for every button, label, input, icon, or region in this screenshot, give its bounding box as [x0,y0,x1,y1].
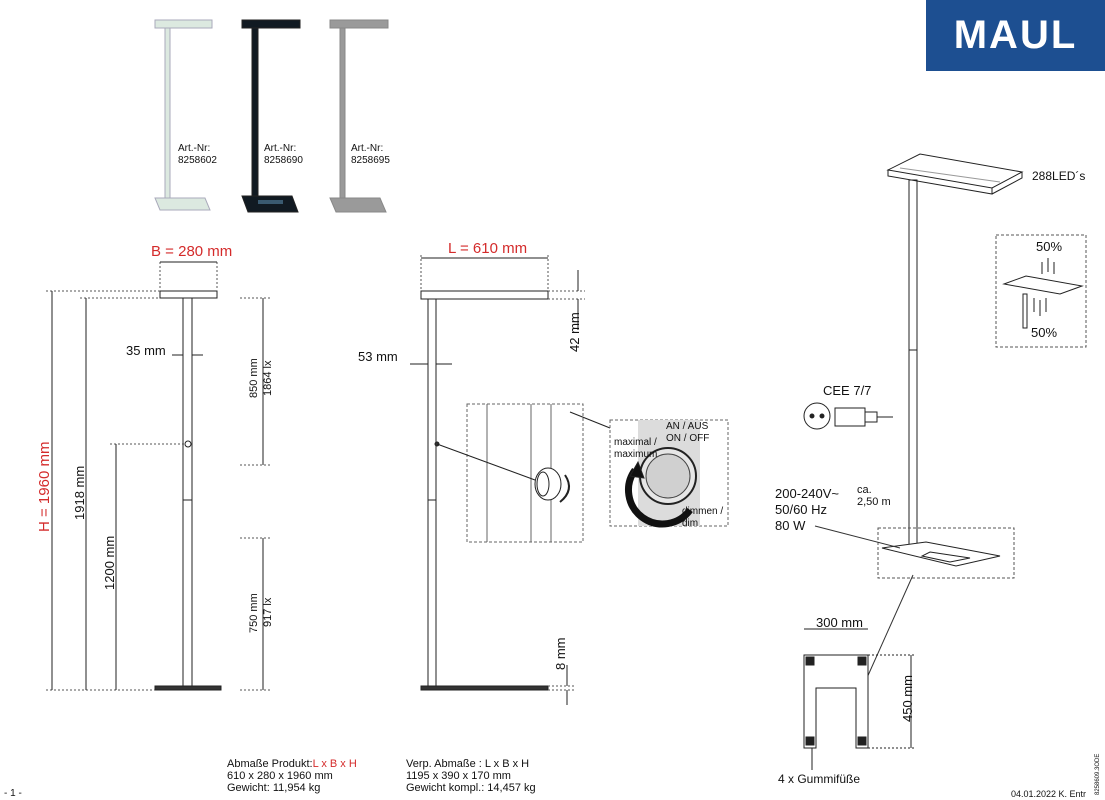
product-weight: Gewicht: 11,954 kg [227,782,321,794]
head-height: 42 mm [567,312,582,352]
side-view-lamp [420,290,549,691]
height-1200: 1200 mm [102,535,117,590]
lamp-thumb-white [154,19,213,211]
date-author: 04.01.2022 K. Entr [1011,789,1087,799]
height-1918: 1918 mm [72,465,87,520]
foot-width: 300 mm [816,615,863,630]
upper-lux: 1864 lx [262,360,274,396]
up-light-percent: 50% [1036,239,1063,254]
art-nr-label: Art.-Nr: [178,143,211,154]
upper-distance: 850 mm [248,358,260,398]
on-off-label: AN / AUS ON / OFF [666,421,710,444]
product-dims-value: 610 x 280 x 1960 mm [227,770,333,782]
product-dims-label: Abmaße Produkt: [227,758,313,770]
height-dimension: H = 1960 mm [36,441,53,532]
plug-type: CEE 7/7 [823,383,872,398]
brand-logo: MAUL [926,0,1105,71]
length-dimension: L = 610 mm [448,240,528,257]
package-weight: Gewicht kompl.: 14,457 kg [406,782,536,794]
pole-width: 35 mm [126,343,166,358]
dimmer-detail [609,419,729,528]
lower-lux: 917 lx [262,597,274,627]
base-height: 8 mm [553,637,568,671]
package-dimensions: Verp. Abmaße : L x B x H 1195 x 390 x 17… [406,758,536,794]
plug-icon [803,402,893,430]
art-nr-label: Art.-Nr: [351,143,384,154]
package-dims-label: Verp. Abmaße : L x B x H [406,758,530,770]
lamp-thumb-silver [329,19,389,213]
product-dims-formula: L x B x H [312,758,357,770]
document-code: 8258609.3ODE [1095,753,1101,795]
foot-plate [803,628,915,770]
product-label-1: Art.-Nr: 8258602 [178,143,217,167]
front-view-dimensions [46,262,270,691]
max-label: maximal / maximum [614,437,658,460]
product-label-2: Art.-Nr: 8258690 [264,143,303,167]
lamp-thumb-black [241,19,301,213]
package-dims-value: 1195 x 390 x 170 mm [406,770,511,782]
product-dimensions: Abmaße Produkt:L x B x H 610 x 280 x 196… [227,758,357,794]
light-distribution [995,234,1087,348]
cable-length: ca. 2,50 m [857,484,891,508]
switch-detail [436,403,611,543]
art-nr-value: 8258695 [351,155,390,166]
dim-label: dimmen / dim [682,506,724,529]
lower-distance: 750 mm [248,593,260,633]
art-nr-value: 8258690 [264,155,303,166]
front-view-lamp [154,290,222,691]
right-lamp [814,153,1024,681]
power-spec: 200-240V~ 50/60 Hz 80 W [775,486,839,533]
product-label-3: Art.-Nr: 8258695 [351,143,390,167]
side-pole-width: 53 mm [358,349,398,364]
foot-length: 450 mm [900,675,915,722]
art-nr-value: 8258602 [178,155,217,166]
brand-logo-text: MAUL [953,13,1078,57]
art-nr-label: Art.-Nr: [264,143,297,154]
width-dimension: B = 280 mm [151,243,233,260]
page-number: - 1 - [4,788,22,799]
rubber-feet: 4 x Gummifüße [778,772,861,786]
led-count: 288LED´s [1032,169,1086,183]
down-light-percent: 50% [1031,325,1058,340]
